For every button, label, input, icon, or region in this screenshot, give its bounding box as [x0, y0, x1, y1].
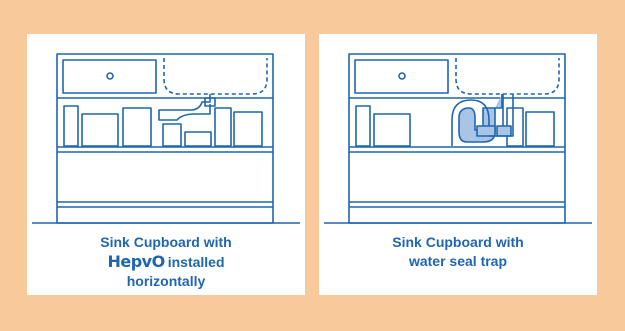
bottle-1 — [355, 105, 371, 147]
cabinet-outline — [56, 53, 274, 224]
caption-line-1: Sink Cupboard with — [100, 234, 232, 250]
box-5 — [525, 111, 555, 147]
drawer — [62, 59, 157, 94]
caption-line-2-rest: installed — [167, 254, 225, 270]
box-5 — [233, 111, 263, 147]
drawer — [354, 59, 449, 94]
trap-outer-curve — [451, 99, 490, 146]
drawer-knob — [106, 72, 114, 80]
cupboard-illustration-hepvo — [32, 53, 300, 224]
drawer-knob — [398, 72, 406, 80]
caption-trap: Sink Cupboard with water seal trap — [319, 233, 597, 271]
hepvo-valve — [158, 94, 211, 121]
box-4 — [184, 131, 212, 147]
sink-bowl — [455, 58, 560, 95]
hepvo-logo: HepvO — [107, 252, 165, 271]
box-1 — [373, 113, 411, 147]
box-1 — [81, 113, 119, 147]
box-2 — [122, 107, 152, 147]
trap-nut-right — [496, 125, 512, 137]
bottle-1 — [63, 105, 79, 147]
bottle-2 — [214, 107, 232, 147]
hepvo-connector — [204, 97, 216, 107]
caption-line-2: water seal trap — [408, 253, 508, 269]
caption-line-3: horizontally — [126, 273, 206, 289]
trap-tailpiece — [489, 94, 514, 137]
panel-trap: Sink Cupboard with water seal trap — [319, 34, 597, 295]
caption-line-1: Sink Cupboard with — [392, 234, 524, 250]
trap-nut-left — [476, 125, 496, 137]
sink-bowl — [163, 58, 268, 95]
box-3 — [162, 123, 182, 147]
cabinet-outline — [348, 53, 566, 224]
cupboard-illustration-trap — [324, 53, 592, 224]
